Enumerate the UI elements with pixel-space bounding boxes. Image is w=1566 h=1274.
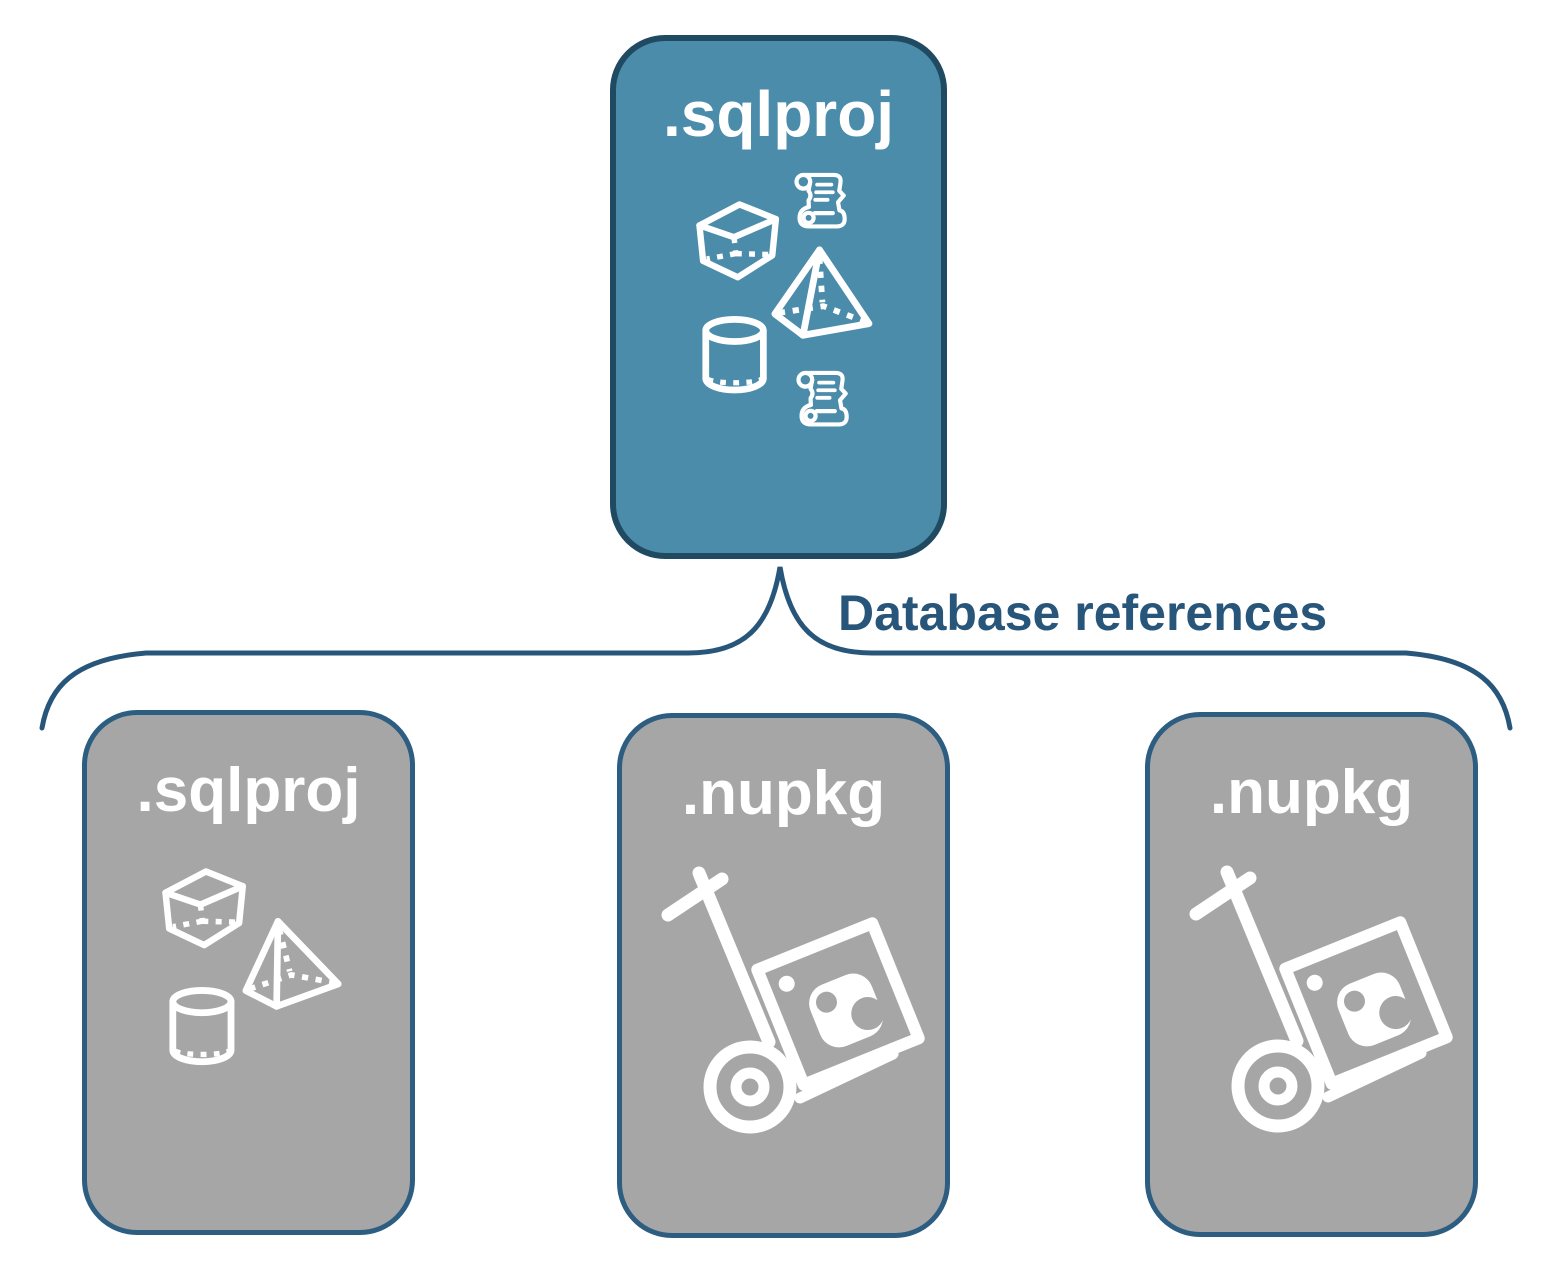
parent-box-label: .sqlproj xyxy=(662,78,895,150)
child-nupkg-box-2: .nupkg xyxy=(1145,712,1478,1237)
child-box-label: .nupkg xyxy=(1209,758,1414,827)
child-box-label: .sqlproj xyxy=(136,756,361,825)
parent-sqlproj-box: .sqlproj xyxy=(610,35,947,559)
child-box-label: .nupkg xyxy=(681,759,886,828)
child-nupkg-box-1: .nupkg xyxy=(617,713,950,1238)
child-sqlproj-box: .sqlproj xyxy=(82,710,415,1235)
connector-label: Database references xyxy=(838,585,1328,641)
